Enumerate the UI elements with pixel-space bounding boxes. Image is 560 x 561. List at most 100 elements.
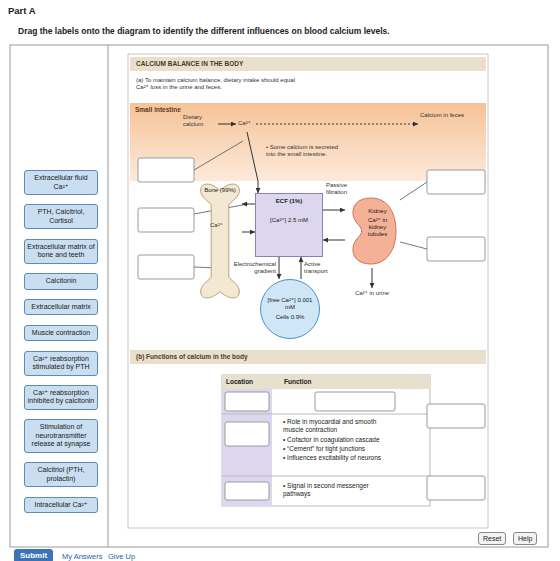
intestine-label: Dietary calcium — [183, 114, 217, 128]
node-text: Calcitriol (PTH, prolactin) — [27, 466, 95, 483]
drag-label: Calcitriol (PTH, prolactin) — [24, 462, 98, 487]
node-text: (b) Functions of calcium in the body — [136, 353, 480, 361]
flow-arrow — [242, 232, 255, 233]
link-text: My Answers — [62, 552, 108, 561]
intestine-ground — [130, 103, 486, 181]
drag-label: Ca²⁺ reabsorption inhibited by calcitoni… — [24, 385, 98, 410]
arrow-label: Active transport — [304, 261, 344, 275]
table-cell: • Cofactor in coagulation cascade — [283, 436, 397, 444]
node-text: Help — [518, 534, 532, 543]
drop-target — [138, 158, 194, 182]
column-divider — [108, 45, 109, 547]
drag-label: Ca²⁺ reabsorption stimulated by PTH — [24, 351, 98, 376]
feces-arrow — [256, 124, 418, 125]
help-button: Help — [513, 532, 537, 545]
note-text: • Some calcium is secreted into the smal… — [266, 144, 348, 158]
drag-label: Stimulation of neurotransmitter release … — [24, 419, 98, 453]
outer-frame — [10, 45, 548, 547]
location-column — [222, 389, 272, 506]
kidney-shape: KidneyCa²⁺ in kidney tubules — [345, 196, 397, 266]
leader-line — [400, 182, 427, 200]
cells-circle: [free Ca²⁺] 0.001 mMCells 0.9% — [260, 279, 320, 339]
flow-arrow — [323, 240, 345, 241]
node-text: Extracellular matrix of bone and teeth — [27, 243, 95, 260]
table-header: (b) Functions of calcium in the body — [130, 350, 486, 364]
link-text: Give Up — [108, 552, 148, 561]
shape-path — [353, 198, 396, 264]
drop-target — [225, 392, 269, 411]
node-text: Bone (99%) — [202, 187, 238, 194]
figure-subtitle: (a) To maintain calcium balance, dietary… — [136, 77, 301, 91]
flow-arrow — [279, 257, 280, 279]
node-text: Ca²⁺ in kidney tubules — [361, 217, 394, 238]
node-text: Calcitonin — [27, 277, 95, 286]
node-text: Cells 0.9% — [267, 314, 313, 321]
node-text: Stimulation of neurotransmitter release … — [27, 423, 95, 449]
bone-outline — [198, 182, 242, 300]
leader-line — [400, 242, 427, 249]
node-text: Extracellular fluid Ca²⁺ — [27, 174, 95, 191]
node-text: Ca²⁺ reabsorption stimulated by PTH — [27, 355, 95, 372]
arrow-label: Electrochemical gradient — [226, 261, 276, 275]
node-text: Kidney — [361, 208, 394, 215]
table-cell: • Signal in second messenger pathways — [283, 482, 397, 498]
figure-header: CALCIUM BALANCE IN THE BODY — [130, 57, 486, 71]
node-text: ECF (1%) — [258, 198, 320, 205]
table-head-cell: Function — [284, 378, 344, 386]
node-text: Ca²⁺ reabsorption inhibited by calcitoni… — [27, 389, 95, 406]
shape-path — [201, 184, 240, 298]
flow-arrow — [258, 181, 259, 193]
drop-target — [138, 208, 194, 232]
drag-label: Intracellular Ca²⁺ — [24, 497, 98, 514]
dietary-arrow — [218, 124, 236, 125]
row-line — [222, 476, 430, 477]
table-cell: • “Cement” for tight junctions — [283, 445, 397, 453]
node-text: Muscle contraction — [27, 329, 95, 338]
reset-button: Reset — [478, 532, 506, 545]
drop-targets — [138, 158, 485, 279]
drop-target — [225, 482, 269, 500]
flow-arrow — [242, 204, 255, 205]
intestine-label: Calcium in feces — [420, 112, 464, 119]
node-text: [Ca²⁺] 2.5 mM — [258, 217, 320, 224]
drag-label: Extracellular matrix of bone and teeth — [24, 239, 98, 264]
ecf-box: ECF (1%) [Ca²⁺] 2.5 mM — [255, 193, 323, 257]
drop-target — [138, 255, 194, 279]
node-text: CALCIUM BALANCE IN THE BODY — [136, 60, 480, 68]
drag-label: Extracellular matrix — [24, 299, 98, 316]
drop-target — [315, 392, 395, 411]
ion-label: Ca²⁺ — [238, 120, 255, 127]
arrow-label: Passive filtration — [326, 182, 356, 196]
bone-shape: Bone (99%) — [198, 182, 242, 300]
table-drop-targets — [225, 392, 485, 500]
figure-frame — [128, 54, 488, 528]
drop-target — [225, 422, 269, 446]
drag-label: PTH, Calcitriol, Cortisol — [24, 204, 98, 229]
table-frame — [222, 375, 430, 506]
node-text: Reset — [483, 534, 501, 543]
urine-label: Ca²⁺ in urine — [354, 290, 390, 297]
absorption-line — [247, 132, 258, 181]
leader-line — [194, 141, 243, 170]
table-cell: • Influences excitability of neurons — [283, 454, 397, 462]
drop-target — [427, 404, 485, 428]
page-title: Part A — [8, 5, 36, 16]
row-line — [222, 414, 430, 415]
table-head-row — [222, 375, 430, 389]
flow-arrow — [301, 257, 302, 279]
drop-target — [427, 170, 485, 194]
drop-target — [427, 476, 485, 500]
instruction-text: Drag the labels onto the diagram to iden… — [18, 26, 538, 36]
drag-label: Muscle contraction — [24, 325, 98, 342]
node-text: Submit — [20, 551, 47, 561]
node-text: Extracellular matrix — [27, 303, 95, 312]
drag-label: Extracellular fluid Ca²⁺ — [24, 170, 98, 195]
ion-label: Ca²⁺ — [210, 222, 230, 229]
submit-button: Submit — [14, 549, 53, 561]
flow-arrow — [323, 210, 345, 211]
node-text: Intracellular Ca²⁺ — [27, 501, 95, 510]
drag-label: Calcitonin — [24, 273, 98, 290]
table-head-cell: Location — [226, 378, 270, 386]
drop-target — [427, 237, 485, 261]
